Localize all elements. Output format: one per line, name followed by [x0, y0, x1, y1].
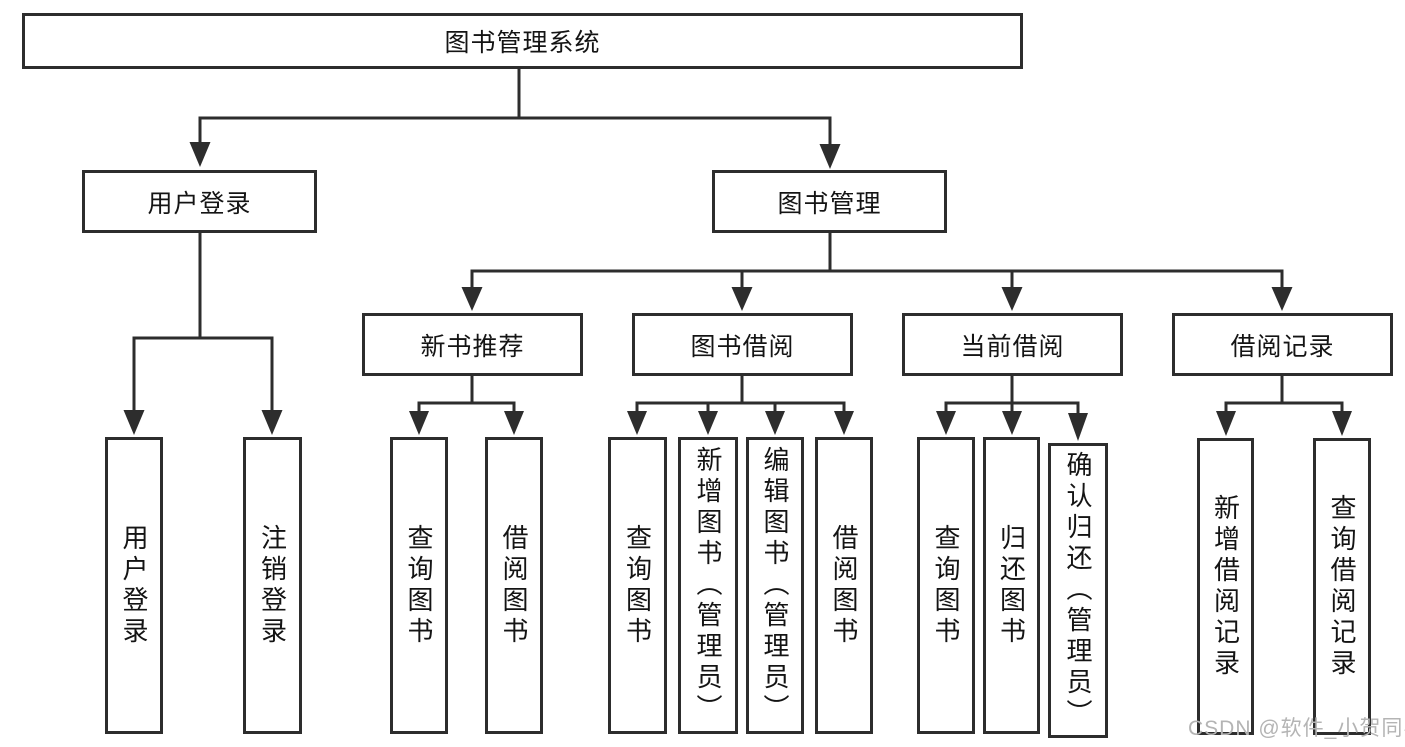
leaf-query-borrow-record: 查询借阅记录 — [1313, 438, 1371, 735]
node-borrow-records: 借阅记录 — [1172, 313, 1393, 376]
leaf-add-book-admin-label: 新增图书（管理员） — [693, 446, 723, 725]
leaf-user-login-label: 用户登录 — [119, 523, 149, 648]
node-library-system: 图书管理系统 — [22, 13, 1023, 69]
leaf-borrow-books-recommend: 借阅图书 — [485, 437, 543, 734]
node-current-borrow-label: 当前借阅 — [960, 332, 1065, 361]
leaf-borrow-books: 借阅图书 — [815, 437, 873, 734]
leaf-borrow-books-recommend-label: 借阅图书 — [499, 523, 529, 648]
node-new-book-recommend-label: 新书推荐 — [420, 332, 525, 361]
leaf-borrow-books-label: 借阅图书 — [829, 523, 859, 648]
leaf-query-books-borrow-label: 查询图书 — [622, 523, 653, 648]
leaf-edit-book-admin: 编辑图书（管理员） — [746, 437, 804, 734]
leaf-query-books-borrow: 查询图书 — [608, 437, 667, 734]
leaf-query-borrow-record-label: 查询借阅记录 — [1327, 493, 1357, 680]
node-user-login: 用户登录 — [82, 170, 317, 233]
node-book-borrow: 图书借阅 — [632, 313, 853, 376]
leaf-add-book-admin: 新增图书（管理员） — [678, 437, 738, 734]
node-current-borrow: 当前借阅 — [902, 313, 1123, 376]
node-book-borrow-label: 图书借阅 — [690, 332, 795, 361]
node-book-management-label: 图书管理 — [777, 189, 882, 218]
node-book-management: 图书管理 — [712, 170, 947, 233]
leaf-user-login: 用户登录 — [105, 437, 163, 734]
leaf-confirm-return-admin: 确认归还（管理员） — [1048, 443, 1108, 738]
node-library-system-label: 图书管理系统 — [444, 29, 601, 57]
leaf-return-books-label: 归还图书 — [996, 523, 1027, 648]
leaf-query-books-current-label: 查询图书 — [931, 523, 961, 648]
node-user-login-label: 用户登录 — [147, 189, 252, 218]
leaf-logout-label: 注销登录 — [257, 523, 288, 648]
node-new-book-recommend: 新书推荐 — [362, 313, 583, 376]
leaf-add-borrow-record: 新增借阅记录 — [1197, 438, 1254, 735]
leaf-logout: 注销登录 — [243, 437, 302, 734]
leaf-query-books-recommend: 查询图书 — [390, 437, 448, 734]
leaf-add-borrow-record-label: 新增借阅记录 — [1210, 493, 1241, 680]
leaf-return-books: 归还图书 — [983, 437, 1040, 734]
leaf-query-books-current: 查询图书 — [917, 437, 975, 734]
leaf-query-books-recommend-label: 查询图书 — [404, 523, 434, 648]
csdn-watermark: CSDN @软件_小贺同学 — [1188, 717, 1405, 740]
node-borrow-records-label: 借阅记录 — [1230, 332, 1335, 361]
leaf-confirm-return-admin-label: 确认归还（管理员） — [1063, 451, 1093, 730]
leaf-edit-book-admin-label: 编辑图书（管理员） — [760, 446, 790, 725]
